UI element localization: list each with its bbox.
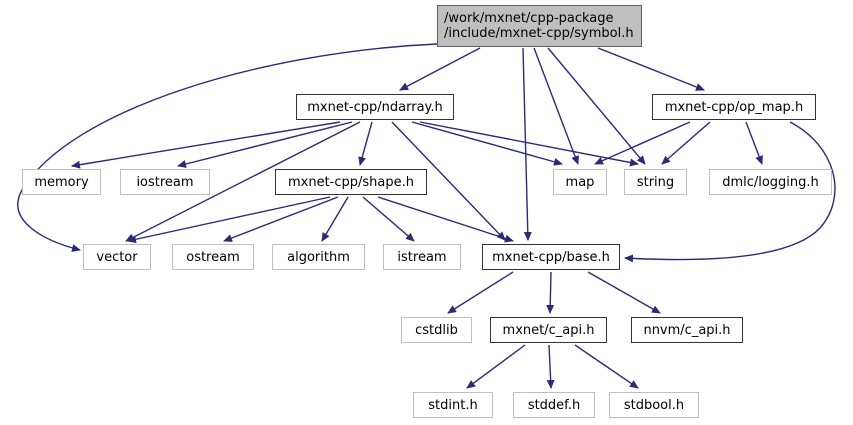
- graph-edge-ndarray-to-memory: [71, 121, 341, 169]
- graph-node-symbol[interactable]: /work/mxnet/cpp-package/include/mxnet-cp…: [437, 5, 642, 47]
- graph-node-label: istream: [397, 249, 447, 265]
- graph-edge-symbol-to-opmap: [597, 47, 705, 91]
- graph-node-logging[interactable]: dmlc/logging.h: [709, 169, 832, 195]
- graph-edge-ndarray-to-vector: [125, 121, 361, 242]
- graph-node-stdint[interactable]: stdint.h: [413, 392, 493, 418]
- graph-node-mxnetcapi[interactable]: mxnet/c_api.h: [490, 317, 607, 343]
- graph-node-label: /work/mxnet/cpp-package: [444, 11, 614, 26]
- graph-node-vector[interactable]: vector: [83, 244, 151, 270]
- graph-node-label: nnvm/c_api.h: [643, 322, 731, 338]
- graph-edge-symbol-to-string: [547, 47, 646, 165]
- graph-node-label: dmlc/logging.h: [722, 174, 819, 190]
- graph-node-label: mxnet-cpp/ndarray.h: [307, 99, 443, 115]
- graph-edge-ndarray-to-iostream: [177, 121, 353, 168]
- graph-node-label: memory: [34, 174, 89, 190]
- graph-node-algorithm[interactable]: algorithm: [272, 244, 365, 270]
- graph-node-nnvmcapi[interactable]: nnvm/c_api.h: [631, 317, 743, 343]
- graph-node-label: iostream: [136, 174, 194, 190]
- graph-edge-base-to-mxnetcapi: [546, 271, 555, 314]
- graph-edge-ndarray-to-shape: [358, 121, 373, 166]
- graph-edge-ndarray-to-map: [411, 121, 563, 166]
- graph-edge-shape-to-base: [377, 196, 514, 243]
- graph-node-istream[interactable]: istream: [383, 244, 461, 270]
- graph-edge-opmap-to-logging: [745, 121, 763, 165]
- graph-edge-base-to-cstdlib: [447, 271, 514, 314]
- graph-node-map[interactable]: map: [553, 169, 607, 195]
- graph-node-shape[interactable]: mxnet-cpp/shape.h: [275, 169, 427, 195]
- graph-node-opmap[interactable]: mxnet-cpp/op_map.h: [652, 94, 816, 120]
- graph-node-label: /include/mxnet-cpp/symbol.h: [444, 26, 634, 41]
- graph-edge-mxnetcapi-to-stdbool: [574, 344, 639, 389]
- edges-group: [17, 43, 836, 389]
- graph-node-label: stdint.h: [428, 397, 478, 413]
- graph-edge-ndarray-to-base: [391, 121, 506, 241]
- graph-node-label: vector: [96, 249, 138, 265]
- graph-node-label: mxnet/c_api.h: [502, 322, 595, 338]
- graph-node-label: algorithm: [287, 249, 350, 265]
- graph-edge-mxnetcapi-to-stdint: [466, 344, 526, 389]
- graph-edge-symbol-to-vector: [17, 43, 438, 252]
- graph-node-label: ostream: [186, 249, 240, 265]
- graph-edge-opmap-to-map: [594, 121, 691, 165]
- graph-node-ndarray[interactable]: mxnet-cpp/ndarray.h: [296, 94, 454, 120]
- graph-node-label: mxnet-cpp/base.h: [492, 249, 610, 265]
- graph-node-memory[interactable]: memory: [22, 169, 101, 195]
- graph-node-label: stdbool.h: [623, 397, 685, 413]
- graph-edge-shape-to-algorithm: [321, 196, 349, 242]
- graph-node-label: string: [636, 174, 675, 190]
- graph-edge-opmap-to-string: [661, 121, 711, 165]
- graph-edge-shape-to-vector: [127, 196, 331, 244]
- graph-node-cstdlib[interactable]: cstdlib: [401, 317, 472, 343]
- graph-node-ostream[interactable]: ostream: [172, 244, 254, 270]
- graph-node-base[interactable]: mxnet-cpp/base.h: [482, 244, 620, 270]
- graph-node-iostream[interactable]: iostream: [120, 169, 210, 195]
- graph-node-label: mxnet-cpp/op_map.h: [664, 99, 804, 115]
- graph-edge-symbol-to-base: [522, 47, 532, 241]
- graph-edge-mxnetcapi-to-stddef: [546, 344, 555, 389]
- graph-node-stdbool[interactable]: stdbool.h: [609, 392, 699, 418]
- graph-edge-symbol-to-ndarray: [399, 47, 481, 91]
- graph-node-string[interactable]: string: [624, 169, 687, 195]
- graph-edge-ndarray-to-string: [419, 121, 639, 167]
- graph-node-label: cstdlib: [415, 322, 458, 338]
- graph-edge-symbol-to-map: [533, 47, 579, 165]
- graph-edge-shape-to-ostream: [223, 196, 339, 242]
- graph-edge-base-to-nnvmcapi: [587, 271, 661, 314]
- graph-node-stddef[interactable]: stddef.h: [513, 392, 595, 418]
- graph-node-label: mxnet-cpp/shape.h: [287, 174, 414, 190]
- graph-edge-shape-to-istream: [362, 196, 415, 242]
- graph-node-label: stddef.h: [527, 397, 581, 413]
- graph-node-label: map: [565, 174, 595, 190]
- graph-edge-opmap-to-base: [624, 121, 836, 263]
